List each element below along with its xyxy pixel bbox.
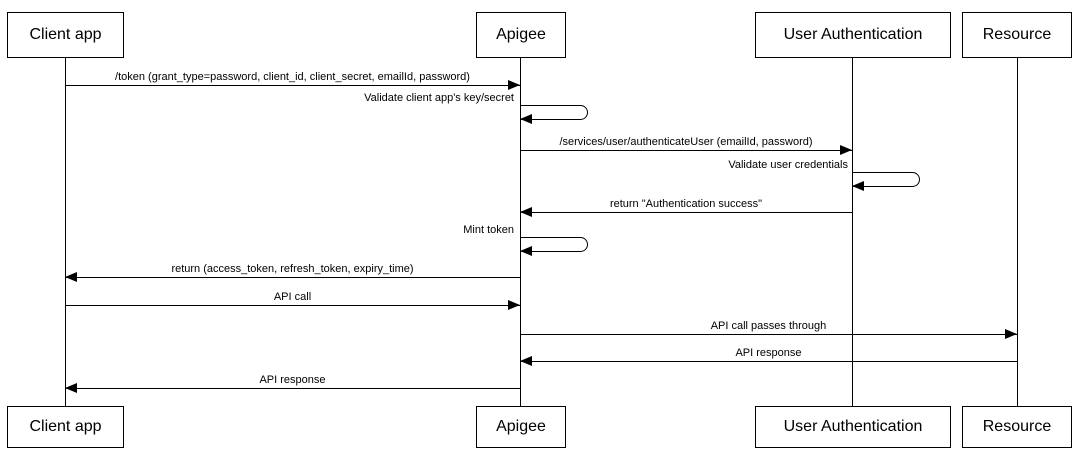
- lifeline-user-authentication: [852, 58, 853, 406]
- message-line-authenticate-user: [520, 150, 852, 151]
- arrowhead-right-icon: [508, 80, 520, 90]
- arrowhead-left-icon: [852, 181, 864, 191]
- arrowhead-left-icon: [520, 246, 532, 256]
- arrowhead-right-icon: [508, 300, 520, 310]
- self-message-label-mint-token: Mint token: [463, 224, 514, 236]
- self-message-loop-validate-key-secret: [520, 105, 588, 120]
- message-label-api-response-resource: API response: [735, 347, 802, 359]
- actor-label: Apigee: [496, 26, 546, 43]
- actor-label: Apigee: [496, 418, 546, 435]
- arrowhead-left-icon: [520, 356, 532, 366]
- actor-box-resource-top: Resource: [962, 12, 1072, 58]
- message-line-api-response-resource: [520, 361, 1017, 362]
- arrowhead-left-icon: [65, 272, 77, 282]
- message-label-auth-success: return "Authentication success": [609, 198, 763, 210]
- message-label-token-request: /token (grant_type=password, client_id, …: [115, 71, 470, 83]
- actor-label: Client app: [29, 26, 102, 43]
- actor-box-user-authentication-top: User Authentication: [755, 12, 951, 58]
- arrowhead-left-icon: [520, 207, 532, 217]
- message-line-api-passthrough: [520, 334, 1017, 335]
- actor-box-client-app-bottom: Client app: [7, 406, 124, 448]
- lifeline-apigee: [520, 58, 521, 406]
- message-label-api-response-client: API response: [259, 374, 326, 386]
- self-message-label-validate-key-secret: Validate client app's key/secret: [364, 92, 514, 104]
- message-label-api-passthrough: API call passes through: [710, 320, 827, 332]
- message-label-return-tokens: return (access_token, refresh_token, exp…: [171, 263, 414, 275]
- message-line-return-tokens: [65, 277, 520, 278]
- actor-label: Client app: [29, 418, 102, 435]
- arrowhead-left-icon: [65, 383, 77, 393]
- self-message-label-validate-credentials: Validate user credentials: [728, 159, 848, 171]
- self-message-loop-validate-credentials: [852, 172, 920, 187]
- actor-label: Resource: [982, 418, 1052, 435]
- actor-label: User Authentication: [783, 418, 923, 435]
- lifeline-resource: [1017, 58, 1018, 406]
- actor-box-user-authentication-bottom: User Authentication: [755, 406, 951, 448]
- actor-label: Resource: [982, 26, 1052, 43]
- arrowhead-left-icon: [520, 114, 532, 124]
- actor-label: User Authentication: [783, 26, 923, 43]
- message-line-auth-success: [520, 212, 852, 213]
- message-line-token-request: [65, 85, 520, 86]
- message-label-authenticate-user: /services/user/authenticateUser (emailId…: [559, 136, 813, 148]
- message-line-api-response-client: [65, 388, 520, 389]
- self-message-loop-mint-token: [520, 237, 588, 252]
- message-line-api-call: [65, 305, 520, 306]
- arrowhead-right-icon: [840, 145, 852, 155]
- message-label-api-call: API call: [273, 291, 312, 303]
- actor-box-client-app-top: Client app: [7, 12, 124, 58]
- arrowhead-right-icon: [1005, 329, 1017, 339]
- lifeline-client-app: [65, 58, 66, 406]
- actor-box-apigee-top: Apigee: [476, 12, 566, 58]
- actor-box-resource-bottom: Resource: [962, 406, 1072, 448]
- actor-box-apigee-bottom: Apigee: [476, 406, 566, 448]
